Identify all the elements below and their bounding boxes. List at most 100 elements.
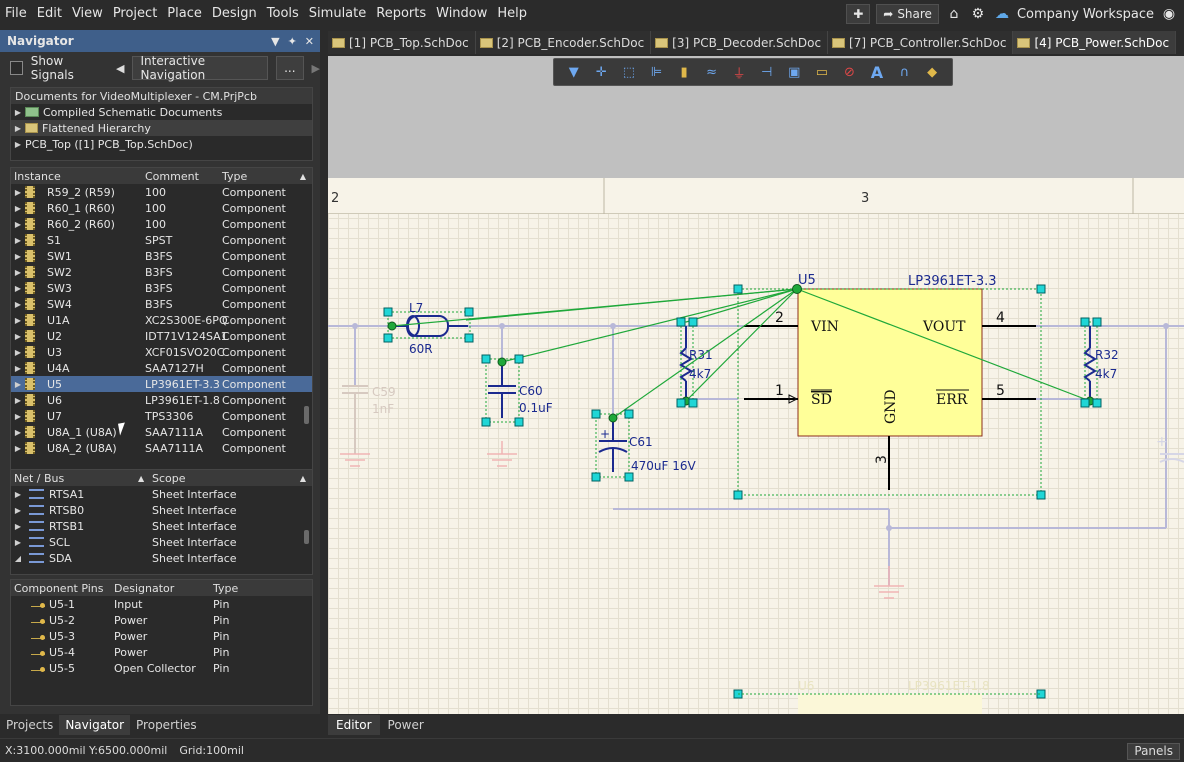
tab-navigator[interactable]: Navigator [59, 715, 130, 735]
bus-icon[interactable]: ⊣ [759, 64, 775, 80]
tab-pcb-power[interactable]: [4] PCB_Power.SchDoc [1013, 31, 1176, 54]
text-icon[interactable]: A [869, 64, 885, 80]
comment-button[interactable]: ✚ [846, 4, 870, 24]
more-button[interactable]: ... [276, 56, 303, 80]
power-port-icon[interactable]: ⏚ [731, 64, 747, 80]
interactive-navigation-button[interactable]: Interactive Navigation [132, 56, 268, 80]
tab-properties[interactable]: Properties [130, 715, 203, 735]
tab-power[interactable]: Power [380, 715, 432, 735]
home-icon[interactable]: ⌂ [945, 5, 963, 23]
doc-item-compiled[interactable]: ▶ Compiled Schematic Documents [11, 104, 312, 120]
pin-row[interactable]: U5-4PowerPin [11, 644, 312, 660]
instance-row[interactable]: ▶U5LP3961ET-3.3Component [11, 376, 312, 392]
menu-simulate[interactable]: Simulate [304, 0, 371, 28]
pin-row[interactable]: U5-5Open CollectorPin [11, 660, 312, 676]
c60-capacitor[interactable] [486, 359, 519, 422]
designator-column-header[interactable]: Designator [114, 582, 174, 595]
expand-arrow-icon[interactable]: ▶ [11, 108, 25, 117]
menu-project[interactable]: Project [108, 0, 162, 28]
instance-row[interactable]: ▶R59_2 (R59)100Component [11, 184, 312, 200]
c59-capacitor[interactable] [342, 386, 368, 454]
instance-row[interactable]: ▶U2IDT71V124SA1Component [11, 328, 312, 344]
tab-projects[interactable]: Projects [0, 715, 59, 735]
collapse-arrow-icon[interactable]: ◢ [11, 554, 25, 563]
r32-resistor[interactable] [1085, 322, 1097, 403]
directive-icon[interactable]: ⊘ [841, 64, 857, 80]
expand-arrow-icon[interactable]: ▶ [11, 268, 25, 277]
tab-pcb-top[interactable]: [1] PCB_Top.SchDoc [328, 31, 476, 54]
instance-row[interactable]: ▶U7TPS3306Component [11, 408, 312, 424]
pin-row[interactable]: U5-1InputPin [11, 596, 312, 612]
schematic-editor[interactable]: 2 3 [328, 56, 1184, 714]
expand-arrow-icon[interactable]: ▶ [11, 140, 25, 149]
instance-row[interactable]: ▶SW4B3FSComponent [11, 296, 312, 312]
expand-arrow-icon[interactable]: ▶ [11, 300, 25, 309]
expand-arrow-icon[interactable]: ▶ [11, 490, 25, 499]
select-area-icon[interactable]: ⬚ [621, 64, 637, 80]
instance-row[interactable]: ▶SW1B3FSComponent [11, 248, 312, 264]
net-row[interactable]: ◢SDASheet Interface [11, 550, 312, 566]
user-avatar-icon[interactable]: ◉ [1160, 5, 1178, 23]
expand-arrow-icon[interactable]: ▶ [11, 444, 25, 453]
pin-icon[interactable]: ✦ [288, 35, 297, 48]
menu-help[interactable]: Help [492, 0, 532, 28]
component-pins-column-header[interactable]: Component Pins [14, 582, 104, 595]
net-column-header[interactable]: Net / Bus [14, 472, 64, 485]
expand-arrow-icon[interactable]: ▶ [11, 332, 25, 341]
instance-row[interactable]: ▶U8A_1 (U8A)SAA7111AComponent [11, 424, 312, 440]
expand-arrow-icon[interactable]: ▶ [11, 380, 25, 389]
tab-editor[interactable]: Editor [328, 715, 380, 735]
filter-icon[interactable]: ▼ [566, 64, 582, 80]
crosshair-icon[interactable]: ✛ [593, 64, 609, 80]
expand-arrow-icon[interactable]: ▶ [11, 522, 25, 531]
menu-file[interactable]: File [0, 0, 32, 28]
scope-column-header[interactable]: Scope [152, 472, 186, 485]
instance-row[interactable]: ▶U4ASAA7127HComponent [11, 360, 312, 376]
instance-column-header[interactable]: Instance [14, 170, 61, 183]
close-icon[interactable]: ✕ [305, 35, 314, 48]
instance-row[interactable]: ▶U8A_2 (U8A)SAA7111AComponent [11, 440, 312, 456]
tab-pcb-decoder[interactable]: [3] PCB_Decoder.SchDoc [651, 31, 828, 54]
doc-item-flattened[interactable]: ▶ Flattened Hierarchy [11, 120, 312, 136]
net-row[interactable]: ▶RTSB1Sheet Interface [11, 518, 312, 534]
net-row[interactable]: ▶SCLSheet Interface [11, 534, 312, 550]
menu-tools[interactable]: Tools [262, 0, 304, 28]
back-arrow-icon[interactable]: ◀ [116, 62, 124, 75]
comment-column-header[interactable]: Comment [145, 170, 199, 183]
expand-arrow-icon[interactable]: ▶ [11, 396, 25, 405]
pin-row[interactable]: U5-3PowerPin [11, 628, 312, 644]
pin-row[interactable]: U5-2PowerPin [11, 612, 312, 628]
instance-row[interactable]: ▶U1AXC2S300E-6PQComponent [11, 312, 312, 328]
instance-row[interactable]: ▶U6LP3961ET-1.8Component [11, 392, 312, 408]
place-wire-icon[interactable]: ≈ [704, 64, 720, 80]
instance-row[interactable]: ▶SW2B3FSComponent [11, 264, 312, 280]
schematic-drawing[interactable]: 2 3 [328, 56, 1184, 714]
instance-row[interactable]: ▶S1SPSTComponent [11, 232, 312, 248]
workspace-label[interactable]: Company Workspace [1017, 7, 1154, 22]
expand-arrow-icon[interactable]: ▶ [11, 538, 25, 547]
instance-row[interactable]: ▶SW3B3FSComponent [11, 280, 312, 296]
align-icon[interactable]: ⊫ [648, 64, 664, 80]
u6-ghost-body[interactable] [798, 694, 982, 714]
c61-capacitor[interactable]: + [596, 414, 629, 477]
expand-arrow-icon[interactable]: ▶ [11, 316, 25, 325]
tab-pcb-encoder[interactable]: [2] PCB_Encoder.SchDoc [476, 31, 651, 54]
dropdown-icon[interactable]: ▼ [271, 35, 279, 48]
expand-arrow-icon[interactable]: ▶ [11, 428, 25, 437]
instance-row[interactable]: ▶R60_1 (R60)100Component [11, 200, 312, 216]
expand-arrow-icon[interactable]: ▶ [11, 506, 25, 515]
instance-row[interactable]: ▶R60_2 (R60)100Component [11, 216, 312, 232]
harness-icon[interactable]: ▣ [786, 64, 802, 80]
expand-arrow-icon[interactable]: ▶ [11, 236, 25, 245]
net-row[interactable]: ▶RTSB0Sheet Interface [11, 502, 312, 518]
menu-reports[interactable]: Reports [371, 0, 431, 28]
instance-row[interactable]: ▶U3XCF01SVO20CComponent [11, 344, 312, 360]
expand-arrow-icon[interactable]: ▶ [11, 284, 25, 293]
expand-arrow-icon[interactable]: ▶ [11, 252, 25, 261]
menu-design[interactable]: Design [207, 0, 262, 28]
nets-scrollbar[interactable] [304, 530, 309, 544]
expand-arrow-icon[interactable]: ▶ [11, 364, 25, 373]
expand-arrow-icon[interactable]: ▶ [11, 124, 25, 133]
probe-icon[interactable]: ◆ [924, 64, 940, 80]
scroll-up-icon[interactable]: ▲ [300, 474, 306, 483]
